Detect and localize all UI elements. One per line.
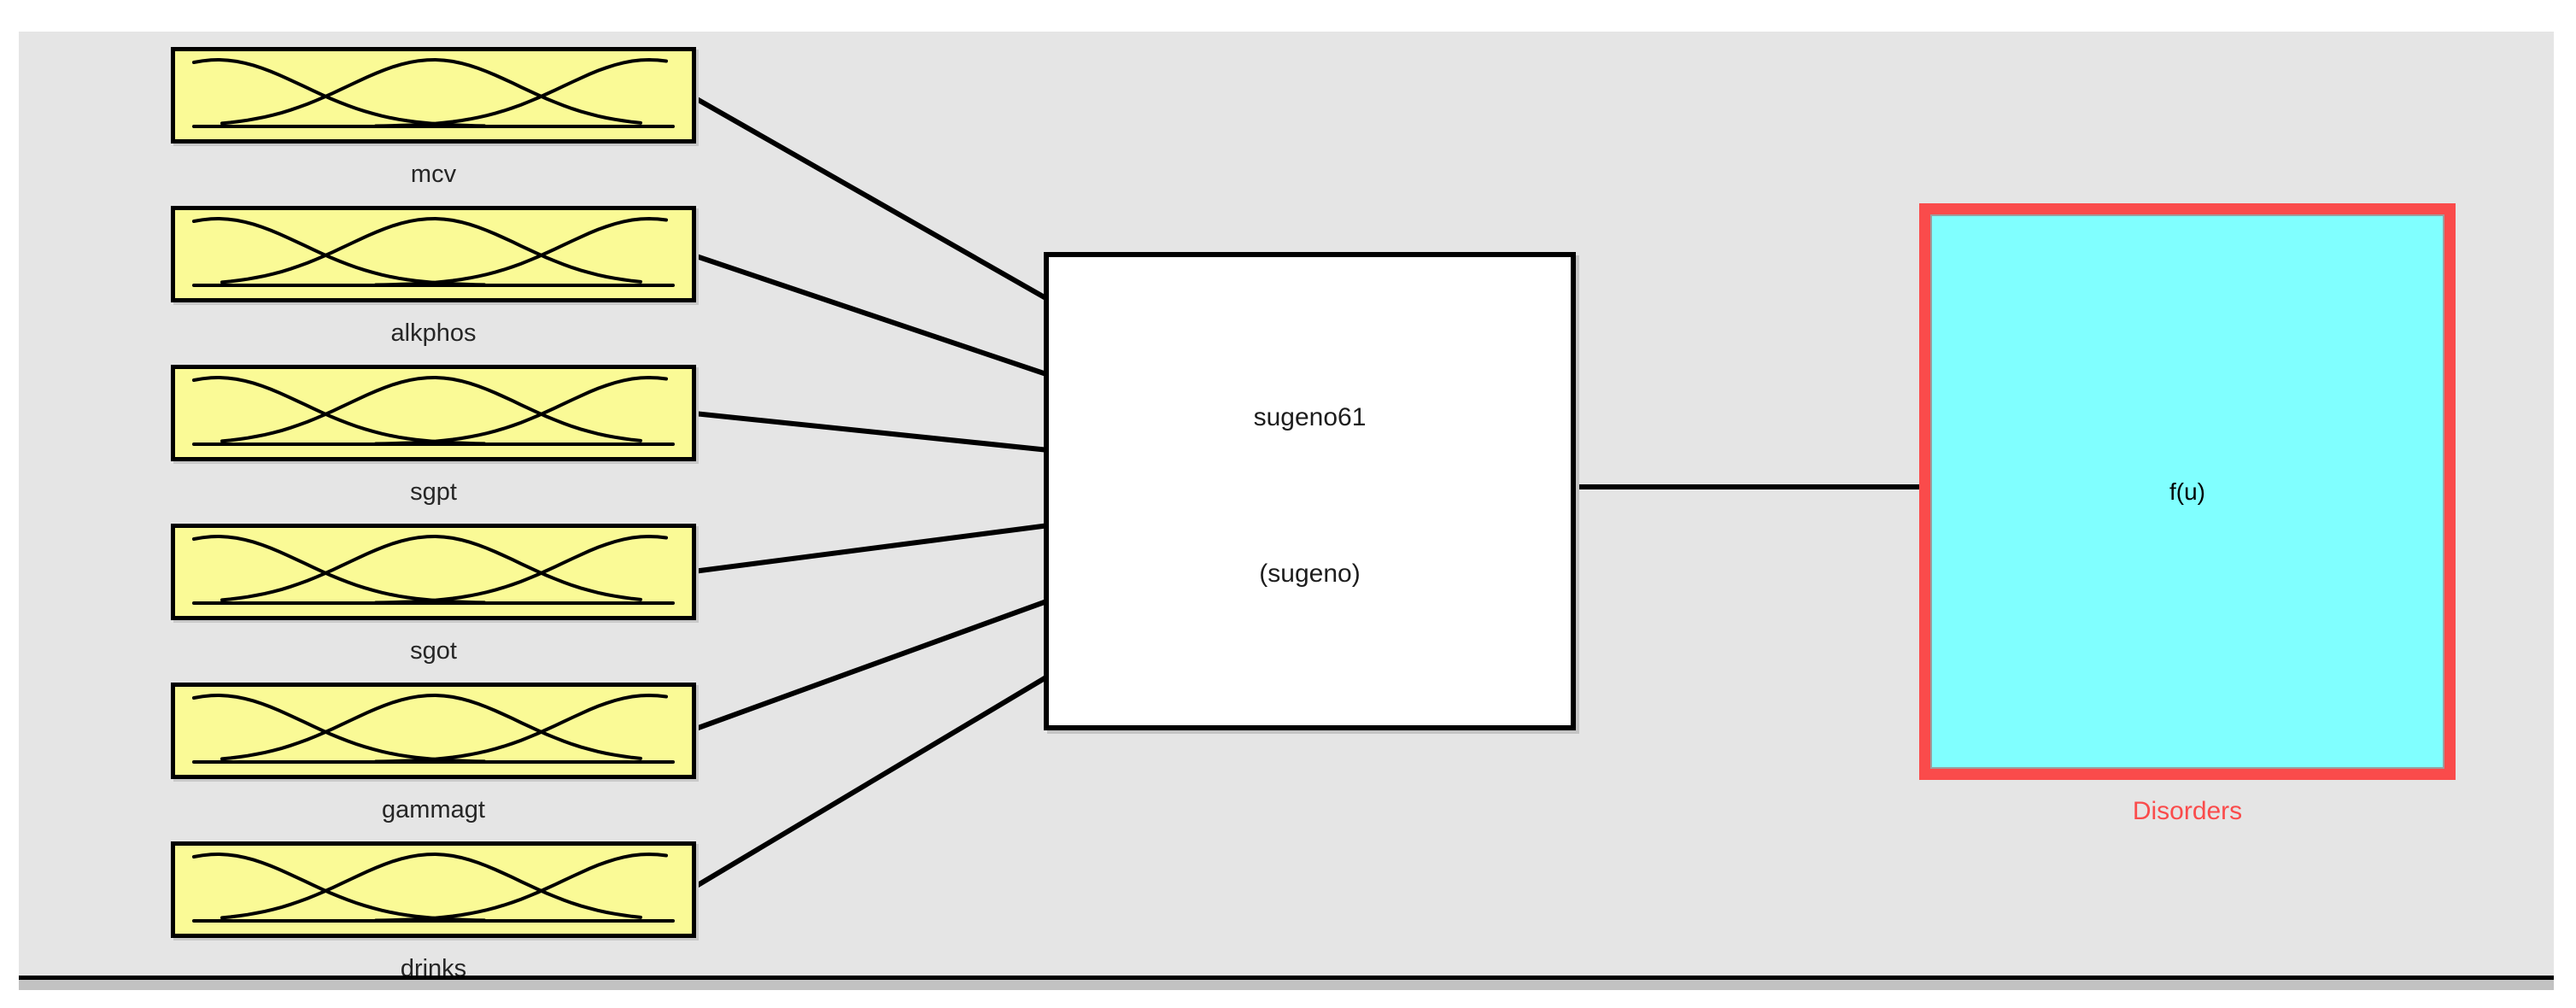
membership-curves-icon <box>192 534 675 605</box>
wire-mcv-to-system <box>688 92 1051 302</box>
membership-curves-icon <box>192 375 675 446</box>
membership-curves-icon <box>192 57 675 128</box>
output-block[interactable]: f(u) <box>1919 203 2456 780</box>
membership-curves-icon <box>192 852 675 923</box>
system-name: sugeno61 <box>1253 403 1367 431</box>
membership-curves-icon <box>192 693 675 764</box>
system-type: (sugeno) <box>1259 560 1361 588</box>
system-block[interactable]: sugeno61 (sugeno) <box>1044 252 1576 730</box>
wire-drinks-to-system <box>688 673 1051 893</box>
wire-sgpt-to-system <box>689 410 1050 453</box>
input-block-gammagt[interactable] <box>171 683 696 779</box>
input-block-sgot[interactable] <box>171 524 696 620</box>
panel-bottom-border <box>19 976 2554 980</box>
input-label-gammagt: gammagt <box>382 796 485 823</box>
input-label-alkphos: alkphos <box>390 319 477 347</box>
input-block-alkphos[interactable] <box>171 206 696 302</box>
wire-sgot-to-system <box>689 523 1050 575</box>
membership-curves-icon <box>192 216 675 287</box>
input-label-mcv: mcv <box>410 161 457 188</box>
wire-gammagt-to-system <box>688 598 1051 734</box>
panel-bottom-strip <box>19 980 2554 990</box>
input-block-drinks[interactable] <box>171 841 696 938</box>
input-block-sgpt[interactable] <box>171 365 696 461</box>
input-label-sgot: sgot <box>410 637 457 665</box>
input-block-mcv[interactable] <box>171 47 696 144</box>
output-formula: f(u) <box>2169 478 2205 505</box>
input-label-sgpt: sgpt <box>410 478 457 506</box>
wire-alkphos-to-system <box>689 251 1050 378</box>
output-label: Disorders <box>2132 797 2243 825</box>
